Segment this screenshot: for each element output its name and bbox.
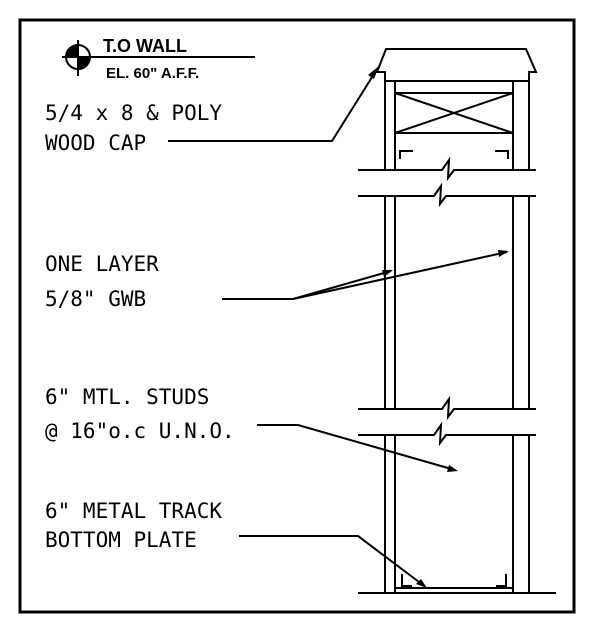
break-line-upper-bottom: [358, 182, 536, 208]
bottom-track-lip-left: [401, 574, 412, 587]
wall-section: [358, 48, 556, 594]
top-blocking-cross-b: [394, 92, 514, 134]
leader-studs: [257, 424, 456, 471]
break-line-lower-top: [358, 395, 536, 421]
callout-studs-line2: @ 16"o.c U.N.O.: [45, 419, 235, 443]
break-line-lower-bottom: [358, 421, 536, 447]
elevation-tag-title: T.O WALL: [103, 36, 187, 56]
callout-gwb-line2: 5/8" GWB: [45, 287, 146, 311]
leader-track: [239, 535, 424, 586]
break-gap-lower: [378, 410, 536, 434]
break-gap-upper: [378, 171, 536, 195]
callout-track-line1: 6" METAL TRACK: [45, 499, 222, 523]
elevation-tag-elevation: EL. 60" A.F.F.: [106, 65, 199, 82]
leader-gwb-b: [292, 251, 508, 300]
callout-gwb-line1: ONE LAYER: [45, 252, 159, 276]
top-track-lip-right: [495, 150, 509, 159]
callout-cap-line1: 5/4 x 8 & POLY: [45, 101, 222, 125]
break-line-upper: [358, 156, 536, 208]
arrowhead-cap: [368, 66, 379, 79]
arrowhead-gwb-left: [382, 270, 393, 277]
arrowhead-gwb-right: [498, 250, 509, 257]
callout-cap-line2: WOOD CAP: [45, 131, 146, 155]
drawing-border: [18, 18, 576, 614]
break-line-upper-top: [358, 156, 536, 182]
callout-track-line2: BOTTOM PLATE: [45, 528, 197, 552]
arrowhead-track: [416, 579, 427, 588]
arrowheads: [368, 66, 509, 588]
callout-studs-line1: 6" MTL. STUDS: [45, 385, 209, 409]
bottom-track-lip-right: [496, 574, 507, 587]
break-line-lower: [358, 395, 536, 447]
leader-cap: [168, 73, 375, 142]
elevation-marker-quadrant-br: [78, 57, 90, 69]
elevation-tag: T.O WALL EL. 60" A.F.F.: [62, 36, 255, 82]
leaders: [168, 73, 508, 586]
top-track-lip-left: [399, 150, 413, 159]
arrowhead-studs: [447, 465, 458, 472]
elevation-marker-quadrant-tl: [66, 45, 78, 57]
